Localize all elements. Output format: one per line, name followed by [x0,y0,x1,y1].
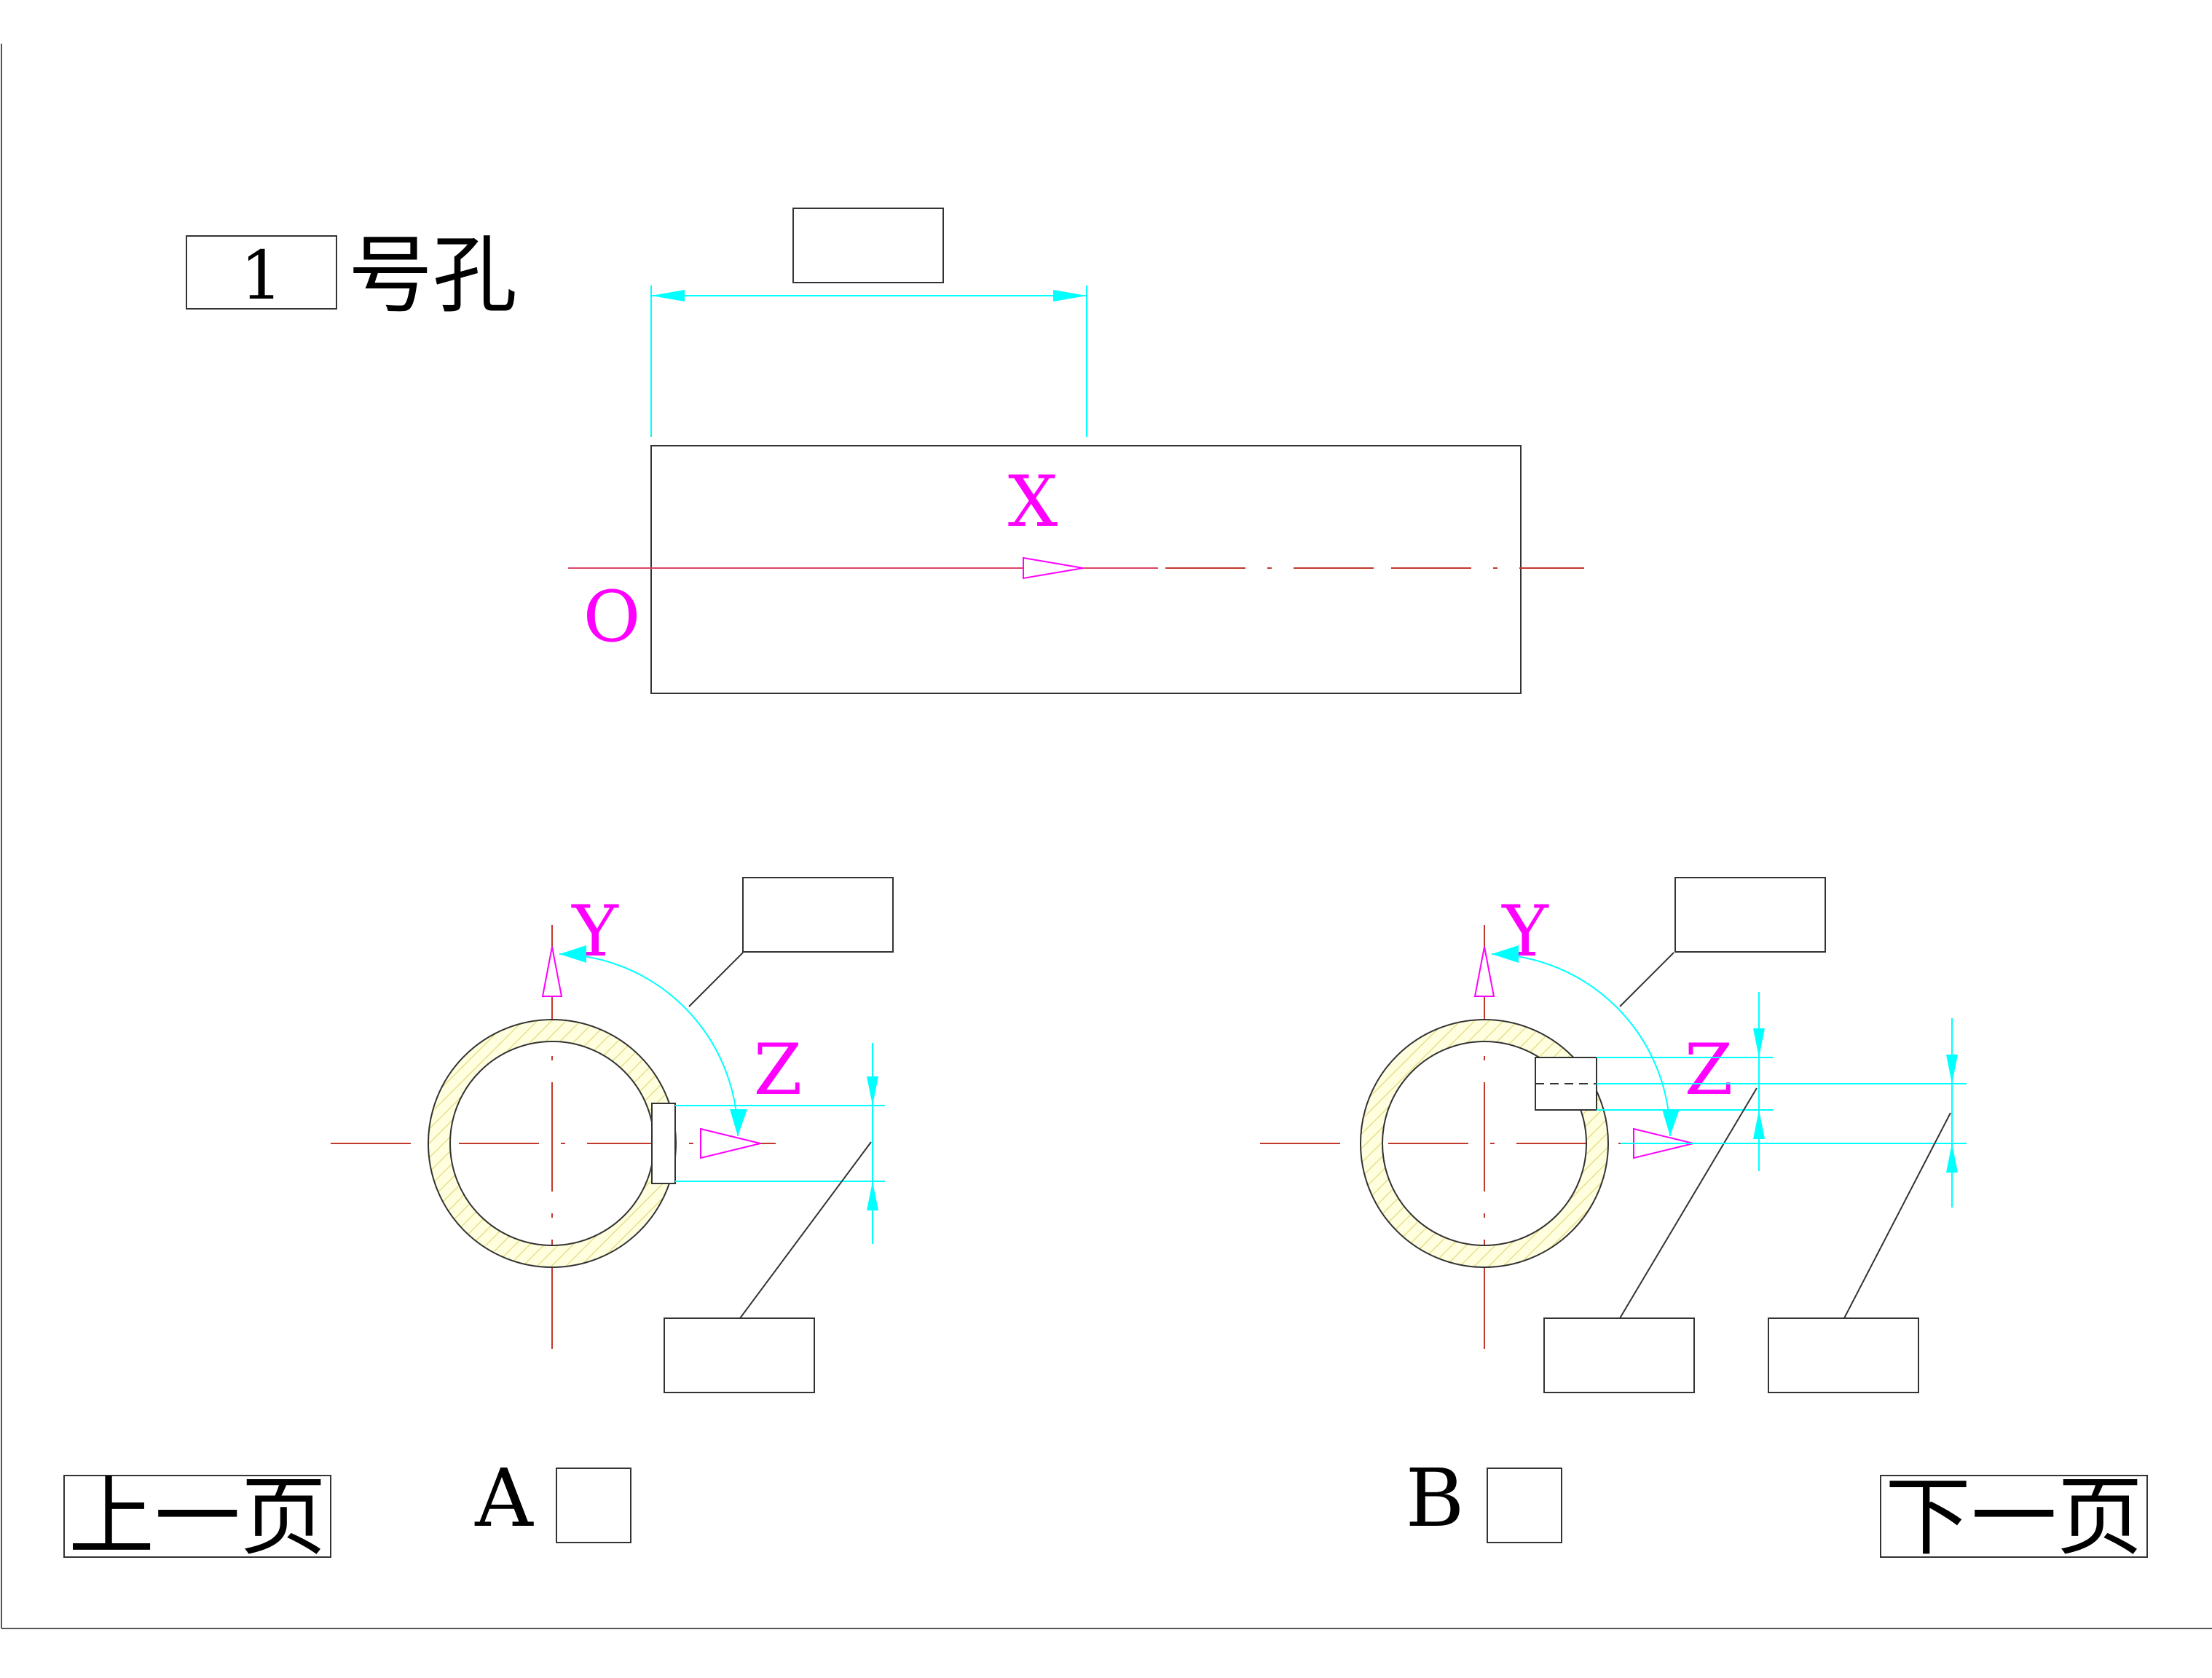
b-angle-leader [1619,952,1674,1007]
b-angle-arrow-start-icon [1492,945,1519,963]
b-z-axis-label: Z [1685,1029,1733,1111]
view-a-checkbox[interactable] [556,1468,631,1543]
b-offset-arrow-bottom-icon [1946,1143,1958,1173]
b-angle-arc [1491,953,1671,1137]
section-view-a: Y Z [331,877,894,1393]
b-offset-leader [1843,1112,1951,1319]
next-page-button[interactable]: 下一页 [1880,1467,2148,1567]
view-b-checkbox[interactable] [1487,1468,1562,1543]
hole-number-input[interactable] [186,235,337,310]
a-angle-input[interactable] [742,877,894,953]
a-z-axis-arrow-icon [700,1127,761,1159]
b-height-arrow-bottom-icon [1753,1110,1765,1139]
b-height-leader [1619,1087,1758,1319]
a-angle-arrow-start-icon [559,945,586,963]
b-y-axis-arrow-icon [1473,946,1495,997]
a-width-input[interactable] [664,1317,815,1393]
section-view-b: Y Z [1260,877,1967,1393]
x-axis-arrow-icon [1023,556,1084,580]
b-y-axis-label: Y [1500,891,1549,972]
next-page-label: 下一页 [1885,1467,2143,1567]
b-angle-input[interactable] [1674,877,1826,953]
a-angle-leader [688,952,744,1007]
part-outline [650,445,1522,694]
a-width-leader [739,1141,872,1319]
view-a-label: A [474,1451,534,1545]
origin-label: O [583,576,641,658]
b-offset-input[interactable] [1768,1317,1919,1393]
b-height-arrow-top-icon [1753,1028,1765,1057]
a-width-arrow-top-icon [867,1076,878,1106]
dimension-arrow-right-icon [1053,290,1087,302]
a-hole-cutout [651,1103,676,1184]
x-axis-label: X [1008,461,1058,543]
hole-suffix-label: 号孔 [348,227,517,325]
view-b-label: B [1406,1451,1465,1545]
top-view: X O [568,208,1584,694]
a-y-axis-arrow-icon [541,946,563,997]
length-dimension-input[interactable] [792,208,944,283]
prev-page-frame[interactable] [63,1475,331,1558]
b-offset-arrow-top-icon [1946,1055,1958,1084]
b-height-input[interactable] [1543,1317,1695,1393]
next-page-frame[interactable] [1880,1475,2148,1558]
dimension-arrow-left-icon [651,290,685,302]
a-width-arrow-bottom-icon [867,1181,878,1210]
b-angle-arrow-end-icon [1662,1109,1680,1136]
prev-page-button[interactable]: 上一页 [63,1467,331,1567]
hole-number-value: 1 [240,237,283,315]
a-pipe-section [428,1018,677,1269]
hole-number-group: 1 号孔 [186,227,517,325]
a-angle-arc [559,953,739,1137]
prev-page-label: 上一页 [68,1467,326,1567]
a-z-axis-label: Z [754,1029,803,1111]
a-angle-arrow-end-icon [730,1109,747,1136]
